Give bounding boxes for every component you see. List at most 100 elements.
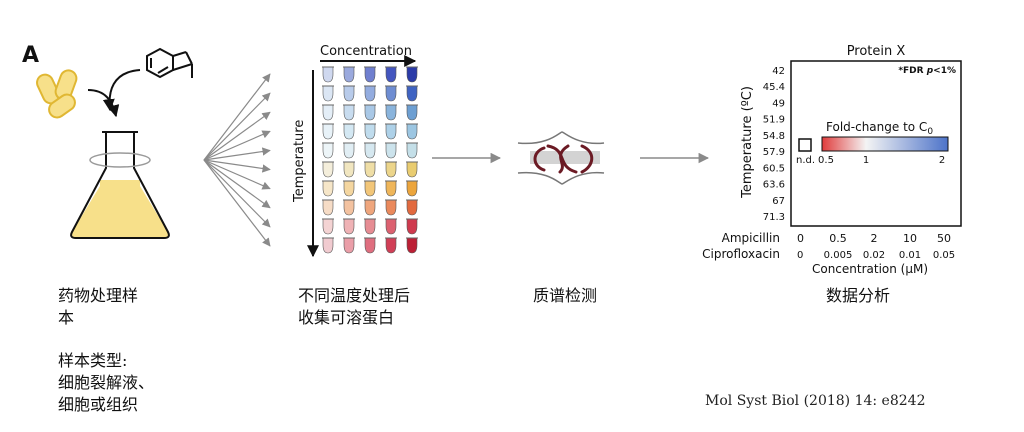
sample-tube <box>364 104 376 121</box>
sample-tube <box>343 161 355 178</box>
temperature-tick: 60.5 <box>763 163 785 174</box>
flask-icon <box>70 131 170 239</box>
sample-tube <box>364 218 376 235</box>
fan-arrow-icon <box>203 111 271 161</box>
sample-tube <box>322 237 334 254</box>
step2-caption: 不同温度处理后 收集可溶蛋白 <box>298 286 411 327</box>
temperature-label: Temperature <box>292 120 307 203</box>
temperature-tick: 57.9 <box>763 147 785 158</box>
fan-arrow-icon <box>203 130 271 161</box>
sample-tube <box>385 66 397 83</box>
legend-tick: 1 <box>863 155 869 166</box>
tube-grid <box>322 66 418 254</box>
dose-value: 0.5 <box>829 232 847 245</box>
sample-tube <box>322 218 334 235</box>
sample-tube <box>322 199 334 216</box>
sample-tube <box>364 161 376 178</box>
dose-value: 2 <box>871 232 878 245</box>
temperature-tick: 45.4 <box>763 82 785 93</box>
sample-tube <box>343 123 355 140</box>
citation: Mol Syst Biol (2018) 14: e8242 <box>705 393 926 409</box>
sample-tube <box>343 218 355 235</box>
sample-tube <box>343 142 355 159</box>
temperature-tick: 71.3 <box>763 212 785 223</box>
sample-tube <box>385 85 397 102</box>
legend-title: Fold-change to C0 <box>826 120 933 137</box>
sample-tube <box>406 180 418 197</box>
sample-tube <box>385 161 397 178</box>
sample-tube <box>343 85 355 102</box>
sample-tube <box>385 237 397 254</box>
fan-arrow-icon <box>203 159 271 228</box>
concentration-label: Concentration <box>320 44 412 59</box>
fdr-annotation: *FDR p<1% <box>898 66 956 76</box>
sample-tube <box>364 199 376 216</box>
dose-value: 0.01 <box>899 250 921 261</box>
dose-value: 0 <box>797 232 804 245</box>
sample-tube <box>343 66 355 83</box>
step4-caption: 数据分析 <box>826 286 891 305</box>
sample-tube <box>364 85 376 102</box>
dose-value: 0 <box>797 250 803 261</box>
sample-tube <box>406 161 418 178</box>
sample-tube <box>343 237 355 254</box>
sample-tube <box>385 142 397 159</box>
drug-molecule-icon <box>146 47 193 79</box>
legend-tick: 0.5 <box>818 155 834 166</box>
fan-arrow-icon <box>203 159 271 247</box>
sample-tube <box>343 199 355 216</box>
sample-tube <box>322 161 334 178</box>
sample-tube <box>364 142 376 159</box>
sample-tube <box>364 180 376 197</box>
bacteria-icon <box>36 69 78 119</box>
drug-name: Ampicillin <box>722 231 780 245</box>
sample-tube <box>385 199 397 216</box>
nd-box <box>798 138 812 152</box>
drug-name: Ciprofloxacin <box>702 247 780 261</box>
sample-tube <box>322 142 334 159</box>
y-axis-label: Temperature (ºC) <box>740 86 755 199</box>
sample-tube <box>406 66 418 83</box>
fan-arrow-icon <box>203 73 271 161</box>
sample-tube <box>385 123 397 140</box>
dose-value: 0.05 <box>933 250 955 261</box>
sample-tube <box>364 66 376 83</box>
fan-arrow-icon <box>203 159 271 190</box>
sample-types: 样本类型: 细胞裂解液、 细胞或组织 <box>58 351 155 414</box>
bacteria-arrow-icon <box>87 89 120 118</box>
x-axis-label: Concentration (μM) <box>812 262 928 276</box>
distribution-arrows <box>203 73 271 247</box>
sample-tube <box>406 123 418 140</box>
temperature-tick: 63.6 <box>763 180 785 191</box>
sample-tube <box>406 85 418 102</box>
sample-tube <box>343 180 355 197</box>
sample-tube <box>406 142 418 159</box>
mass-spec-icon <box>517 131 605 185</box>
legend-colorbar <box>821 136 949 152</box>
sample-tube <box>322 104 334 121</box>
temperature-tick: 67 <box>772 196 785 207</box>
nd-label: n.d. <box>796 155 815 166</box>
dose-value: 0.02 <box>863 250 885 261</box>
sample-tube <box>406 199 418 216</box>
temperature-tick: 49 <box>772 98 785 109</box>
temperature-tick: 42 <box>772 66 785 77</box>
sample-tube <box>322 85 334 102</box>
sample-tube <box>406 218 418 235</box>
dose-value: 0.005 <box>824 250 853 261</box>
dose-value: 10 <box>903 232 917 245</box>
step3-caption: 质谱检测 <box>533 286 598 305</box>
temperature-tick: 54.8 <box>763 131 785 142</box>
sample-tube <box>385 104 397 121</box>
sample-tube <box>364 123 376 140</box>
step1-caption: 药物处理样 本 <box>58 286 139 327</box>
panel-label: A <box>22 43 39 68</box>
sample-tube <box>406 104 418 121</box>
sample-tube <box>364 237 376 254</box>
sample-tube <box>322 180 334 197</box>
drug-arrow-icon <box>102 69 141 112</box>
